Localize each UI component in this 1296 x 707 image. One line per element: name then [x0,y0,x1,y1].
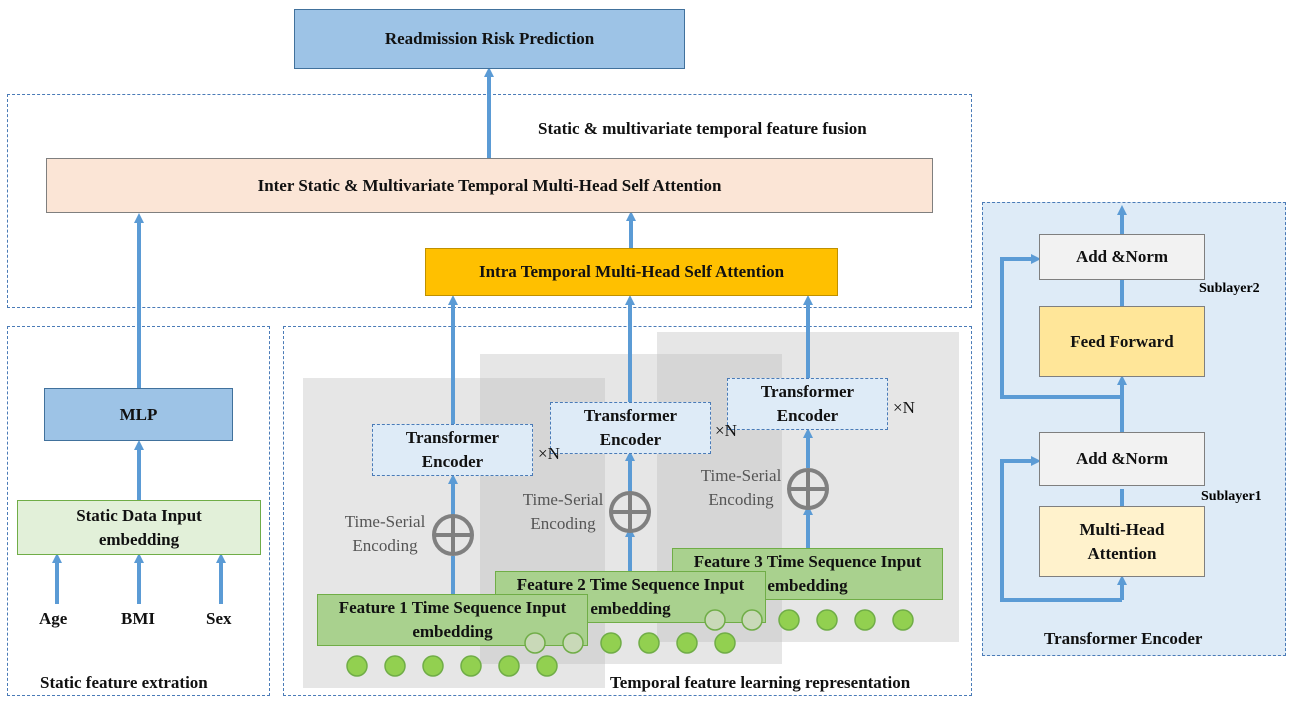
feature-2-embedding-label: Feature 2 Time Sequence Input embedding [516,575,745,618]
time-step-token [498,655,520,677]
time-step-token [704,609,726,631]
sublayer1-label: Sublayer1 [1201,489,1262,504]
intra-attention-box: Intra Temporal Multi-Head Self Attention [425,248,838,296]
feature-1-repeat: ×N [538,444,560,463]
feed-forward-box: Feed Forward [1039,306,1205,377]
mlp-box: MLP [44,388,233,441]
time-step-token [562,632,584,654]
temporal-feature-panel [283,326,972,696]
feature-2-encoder-box: Transformer Encoder [550,402,711,454]
mlp-label: MLP [119,404,158,424]
intra-attention-label: Intra Temporal Multi-Head Self Attention [478,262,785,281]
time-step-token [422,655,444,677]
input-sex: Sex [206,609,232,628]
input-bmi: BMI [121,609,155,628]
feature-3-encoder-box: Transformer Encoder [727,378,888,430]
time-step-token [892,609,914,631]
temporal-panel-title: Temporal feature learning representation [610,673,911,692]
prediction-label: Readmission Risk Prediction [384,29,595,48]
feed-forward-label: Feed Forward [1070,331,1174,351]
time-step-token [816,609,838,631]
feature-2-repeat: ×N [715,421,737,440]
add-norm-2-label: Add &Norm [1075,247,1169,266]
feature-1-embedding-box: Feature 1 Time Sequence Input embedding [317,594,588,646]
time-step-token [600,632,622,654]
time-step-token [460,655,482,677]
multi-head-label: Multi-Head Attention [1079,519,1165,563]
static-embedding-box: Static Data Input embedding [17,500,261,555]
feature-1-encoder-box: Transformer Encoder [372,424,533,476]
feature-3-encoder-label: Transformer Encoder [760,382,855,425]
feature-1-encoder-label: Transformer Encoder [405,428,500,471]
static-embedding-label: Static Data Input embedding [76,505,202,549]
time-step-token [536,655,558,677]
time-step-token [741,609,763,631]
feature-3-repeat: ×N [893,398,915,417]
time-step-token [778,609,800,631]
inter-attention-box: Inter Static & Multivariate Temporal Mul… [46,158,933,213]
time-step-token [524,632,546,654]
add-norm-1-box: Add &Norm [1039,432,1205,486]
multi-head-box: Multi-Head Attention [1039,506,1205,577]
fusion-panel-title: Static & multivariate temporal feature f… [538,119,867,138]
input-age: Age [39,609,68,628]
feature-3-pos-encoding: Time-Serial Encoding [700,466,782,509]
add-norm-2-box: Add &Norm [1039,234,1205,280]
time-step-token [714,632,736,654]
readmission-prediction-box: Readmission Risk Prediction [294,9,685,69]
feature-1-embedding-label: Feature 1 Time Sequence Input embedding [338,598,567,641]
feature-3-embedding-label: Feature 3 Time Sequence Input embedding [693,552,922,595]
encoder-detail-title: Transformer Encoder [1044,629,1203,648]
feature-1-pos-encoding: Time-Serial Encoding [344,512,426,555]
time-step-token [638,632,660,654]
time-step-token [346,655,368,677]
static-panel-title: Static feature extration [40,673,208,692]
sublayer2-label: Sublayer2 [1199,281,1260,296]
inter-attention-label: Inter Static & Multivariate Temporal Mul… [257,175,722,195]
time-step-token [676,632,698,654]
feature-2-pos-encoding: Time-Serial Encoding [522,490,604,533]
add-norm-1-label: Add &Norm [1075,449,1169,468]
feature-2-encoder-label: Transformer Encoder [583,406,678,449]
time-step-token [854,609,876,631]
time-step-token [384,655,406,677]
